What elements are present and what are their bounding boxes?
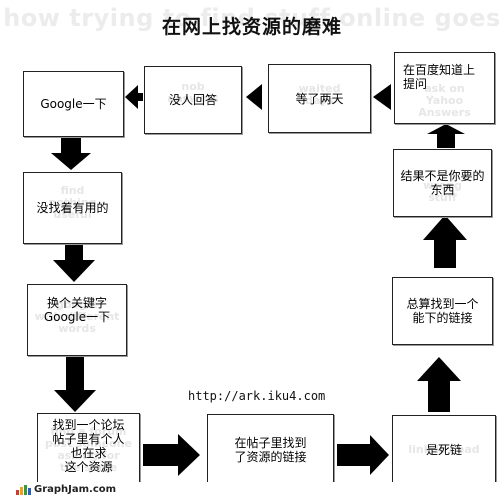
box-forum-post-watermark: find a forum post someone asking for the…	[45, 425, 132, 474]
box-dead-link-label: 是死链	[425, 443, 462, 457]
box-google-search-label: Google一下	[40, 97, 107, 111]
box-waited-two-days-label: 等了两天	[295, 91, 344, 106]
box-wrong-stuff: wrong stuff 结果不是你要的 东西	[393, 149, 492, 217]
arrow-finally-to-wrong	[423, 215, 467, 268]
box-wrong-stuff-watermark: wrong stuff	[423, 179, 462, 204]
box-found-link-label: 在帖子里找到 了资源的链接	[234, 436, 307, 464]
box-google-search: Google一下	[23, 71, 124, 137]
arrow-waited-to-nobody	[246, 84, 262, 110]
source-url: http://ark.iku4.com	[188, 389, 326, 403]
box-dead-link: link is dead 是死链	[392, 415, 496, 487]
arrow-keywords-to-forum	[54, 357, 96, 412]
arrow-link-to-dead	[337, 435, 389, 475]
box-found-link: 在帖子里找到 了资源的链接	[207, 414, 334, 486]
box-different-keywords-label: 换个关键字 Google一下	[43, 296, 111, 324]
page-title: 在网上找资源的磨难	[161, 16, 342, 38]
box-ask-question-watermark: ask on Yahoo Answers	[418, 82, 471, 119]
watermark-title: how trying to find stuff online goes	[3, 4, 501, 32]
box-waited-two-days-watermark: waited days	[298, 82, 341, 107]
box-nobody-answers-watermark: nob answers	[167, 80, 219, 105]
bar-chart-icon	[16, 484, 31, 495]
box-forum-post-label: 找到一个论坛 帖子里有个人 也在求 这个资源	[52, 418, 125, 474]
box-ask-question-label: 在百度知道上 提问	[403, 63, 476, 91]
arrow-google-to-nothing	[51, 138, 91, 170]
arrow-nothing-to-keywords	[53, 245, 95, 282]
box-nothing-useful-watermark: find nothing useful	[48, 184, 97, 221]
graphjam-logo: GraphJam.com	[16, 483, 116, 496]
box-ask-question: ask on Yahoo Answers 在百度知道上 提问	[394, 52, 495, 124]
box-wrong-stuff-label: 结果不是你要的 东西	[400, 169, 485, 197]
box-different-keywords: google with different words 换个关键字 Google…	[27, 284, 127, 356]
arrow-wrong-to-ask	[427, 124, 465, 148]
arrow-ask-to-waited	[373, 84, 391, 110]
box-forum-post: find a forum post someone asking for the…	[37, 413, 140, 485]
box-different-keywords-watermark: google with different words	[34, 298, 120, 335]
box-nobody-answers-label: 没人回答	[168, 93, 217, 107]
footer	[0, 482, 504, 497]
box-nobody-answers: nob answers 没人回答	[144, 66, 242, 134]
box-dead-link-watermark: link is dead	[408, 443, 480, 456]
box-waited-two-days: waited days 等了两天	[268, 64, 371, 133]
box-nothing-useful-label: 没找着有用的	[36, 201, 109, 215]
box-finally-found-label: 总算找到一个 能下的链接	[406, 297, 479, 325]
box-nothing-useful: find nothing useful 没找着有用的	[23, 172, 122, 244]
graphjam-logo-text: GraphJam.com	[34, 484, 117, 495]
box-finally-found: 总算找到一个 能下的链接	[392, 277, 493, 345]
arrow-dead-to-finally	[417, 357, 461, 412]
arrow-forum-to-link	[143, 434, 200, 476]
arrow-nobody-to-google	[125, 85, 143, 109]
